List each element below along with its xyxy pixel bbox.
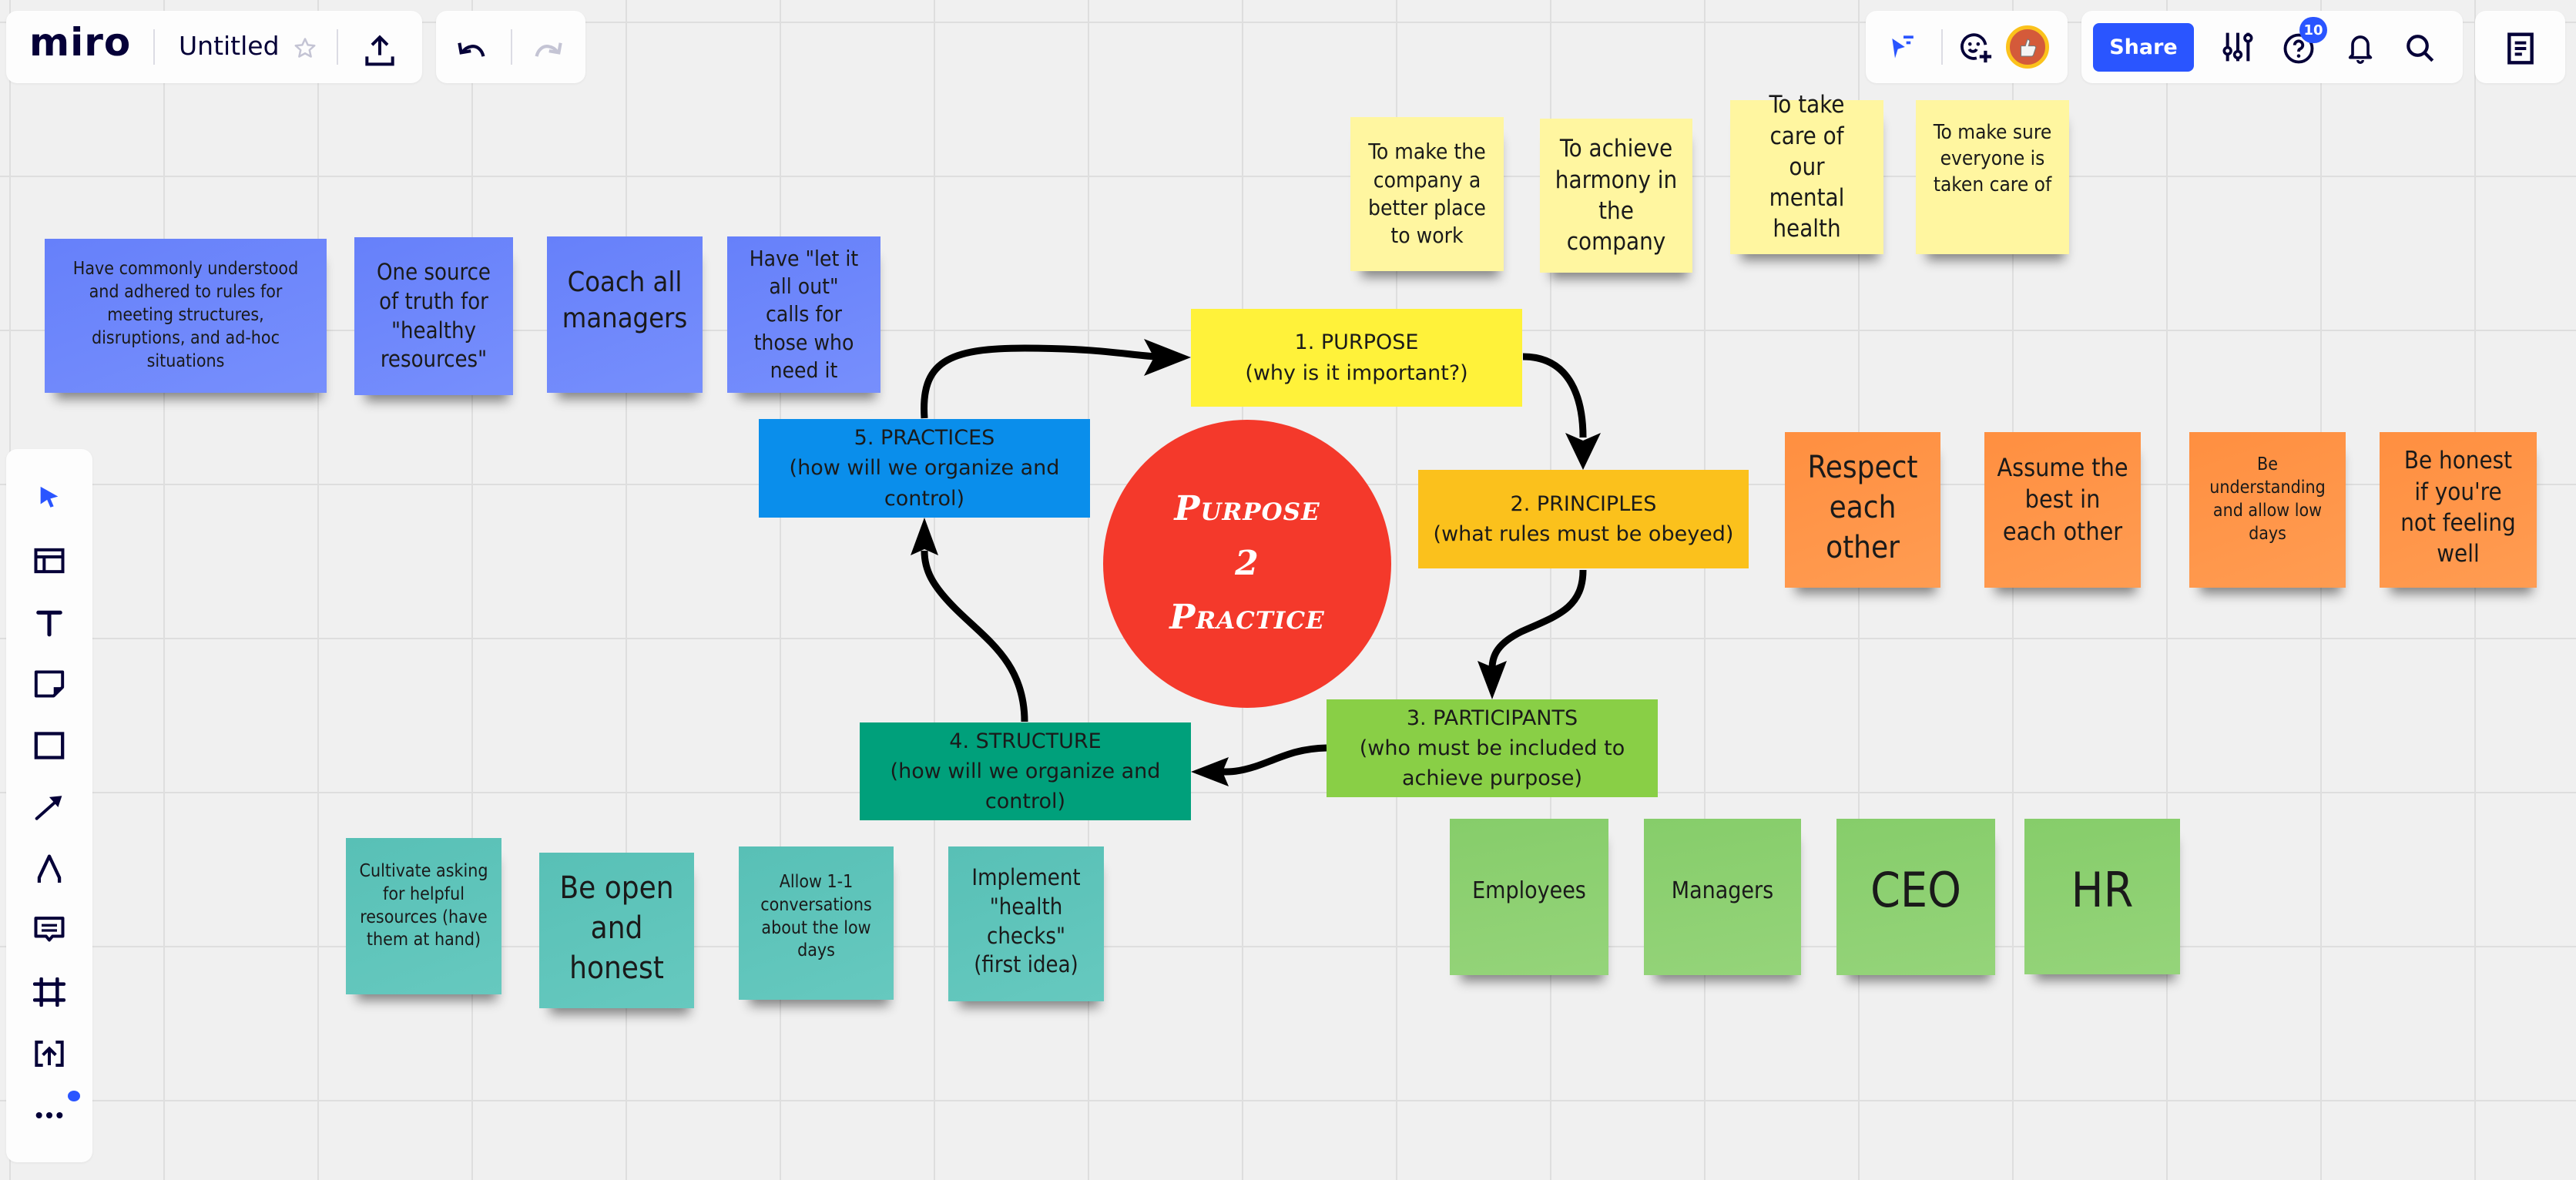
user-avatar[interactable] (2006, 25, 2049, 69)
sticky-note[interactable]: Allow 1-1 conversations about the low da… (739, 846, 894, 1000)
pen-icon[interactable] (26, 846, 72, 892)
sticky-note[interactable]: To make the company a better place to wo… (1350, 117, 1504, 271)
redo-icon[interactable] (530, 32, 565, 63)
export-icon[interactable] (361, 31, 399, 69)
board-header-panel (6, 11, 422, 83)
cycle-box-structure[interactable]: 4. STRUCTURE (how will we organize and c… (860, 722, 1191, 820)
comment-icon[interactable] (26, 907, 72, 954)
sticky-note[interactable]: Be understanding and allow low days (2189, 432, 2346, 588)
sticky-note[interactable]: To make sure everyone is taken care of (1916, 100, 2069, 254)
sticky-note[interactable]: HR (2024, 819, 2180, 974)
more-tools-icon[interactable] (26, 1092, 72, 1138)
shape-rectangle-icon[interactable] (26, 722, 72, 769)
sticky-note[interactable]: Have commonly understood and adhered to … (45, 239, 327, 393)
divider (511, 29, 512, 65)
sticky-note[interactable]: To take care of our mental health (1730, 91, 1883, 254)
arrow-practices-to-purpose (921, 344, 1156, 419)
help-notification-badge: 10 (2299, 17, 2327, 43)
cycle-box-principles[interactable]: 2. PRINCIPLES (what rules must be obeyed… (1418, 470, 1749, 568)
cycle-box-participants[interactable]: 3. PARTICIPANTS (who must be included to… (1327, 699, 1658, 797)
arrow-purpose-to-principles (1522, 353, 1587, 438)
arrow-head (1191, 757, 1229, 786)
notes-list-icon[interactable] (2502, 29, 2539, 68)
arrow-head (1478, 661, 1507, 699)
divider (337, 29, 338, 65)
sticky-note[interactable]: Have "let it all out" calls for those wh… (727, 236, 880, 393)
board-title[interactable]: Untitled (179, 31, 280, 61)
cycle-box-purpose[interactable]: 1. PURPOSE (why is it important?) (1191, 309, 1522, 407)
share-button[interactable]: Share (2093, 23, 2194, 72)
sticky-note[interactable]: Cultivate asking for helpful resources (… (346, 838, 501, 994)
sticky-note[interactable]: Be honest if you're not feeling well (2380, 432, 2537, 588)
divider (153, 29, 155, 65)
arrow-head (1565, 433, 1601, 470)
sticky-note[interactable]: CEO (1836, 819, 1995, 975)
sticky-note[interactable]: Be open and honest (539, 853, 694, 1008)
text-tool-icon[interactable] (26, 599, 72, 645)
sticky-note[interactable]: Coach all managers (547, 236, 703, 393)
sticky-note[interactable]: Respect each other (1785, 432, 1940, 588)
star-icon[interactable] (290, 33, 320, 64)
upload-icon[interactable] (26, 1031, 72, 1077)
more-tools-indicator-dot (68, 1091, 80, 1101)
center-circle-title[interactable]: Purpose 2 Practice (1103, 420, 1391, 708)
sticky-note[interactable]: Employees (1450, 819, 1608, 975)
search-icon[interactable] (2402, 29, 2439, 68)
help-icon[interactable] (2280, 29, 2317, 68)
arrow-line-icon[interactable] (26, 784, 72, 830)
frame-icon[interactable] (26, 969, 72, 1015)
sticky-note[interactable]: Managers (1644, 819, 1801, 975)
invite-face-icon[interactable] (1955, 28, 1995, 68)
bell-icon[interactable] (2342, 29, 2379, 68)
sticky-note[interactable]: Implement "health checks" (first idea) (948, 846, 1104, 1001)
undo-icon[interactable] (454, 32, 490, 63)
arrow-head (1144, 339, 1191, 376)
reactions-cursor-icon[interactable] (1884, 28, 1923, 66)
arrow-structure-to-practices (921, 550, 1028, 722)
sticky-note[interactable]: One source of truth for "healthy resourc… (354, 237, 513, 395)
miro-logo[interactable]: miro (29, 20, 132, 65)
templates-icon[interactable] (26, 538, 72, 584)
sticky-note[interactable]: Assume the best in each other (1984, 432, 2141, 588)
cycle-box-practices[interactable]: 5. PRACTICES (how will we organize and c… (759, 419, 1090, 518)
sticky-note-icon[interactable] (26, 661, 72, 707)
arrow-participants-to-structure (1216, 744, 1327, 776)
sticky-note[interactable]: To achieve harmony in the company (1540, 119, 1692, 273)
select-cursor-icon[interactable] (26, 474, 72, 521)
divider (1941, 29, 1943, 65)
arrow-principles-to-participants (1488, 569, 1587, 669)
settings-sliders-icon[interactable] (2219, 28, 2257, 66)
arrow-head (911, 518, 938, 555)
